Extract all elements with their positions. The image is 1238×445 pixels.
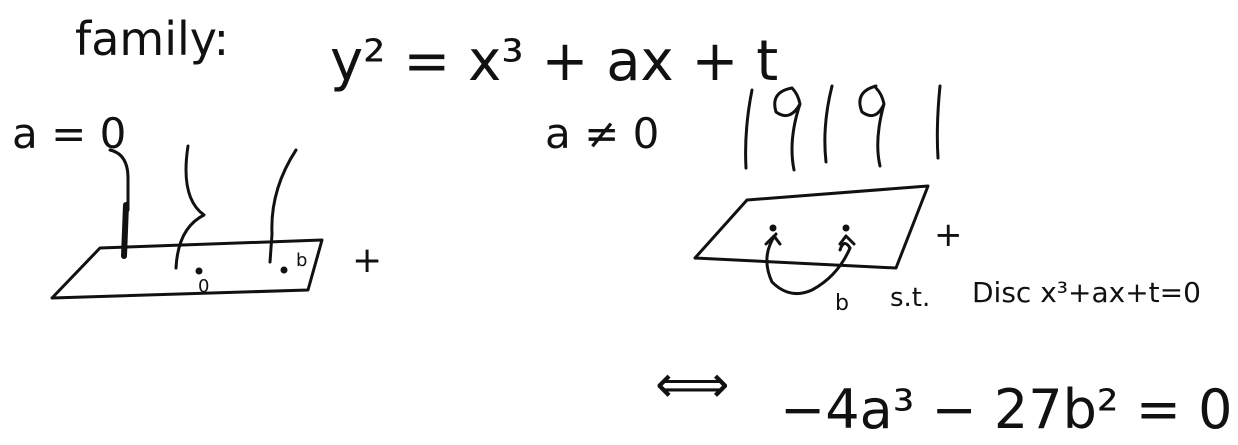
left-plus-sign: + xyxy=(352,240,382,281)
right-base-plane xyxy=(693,184,930,270)
right-point-1 xyxy=(769,224,777,232)
left-base-plane xyxy=(50,238,324,300)
right-arrow-2 xyxy=(838,234,856,246)
right-fiber-1 xyxy=(744,88,754,170)
left-curve-3 xyxy=(268,148,298,264)
discriminant-condition: Disc x³+ax+t=0 xyxy=(972,276,1201,309)
right-fiber-2-loop xyxy=(773,86,802,172)
left-point-b-label: b xyxy=(296,250,307,271)
right-surface-sketch xyxy=(693,84,942,296)
left-curve-1 xyxy=(108,148,130,212)
right-fiber-5 xyxy=(935,84,942,160)
left-point-zero-label: 0 xyxy=(198,276,209,297)
right-fiber-4-loop xyxy=(858,84,886,168)
family-equation: y² = x³ + ax + t xyxy=(330,29,778,94)
equivalence-arrow: ⟺ xyxy=(655,355,730,415)
condition-prefix: s.t. xyxy=(890,283,930,313)
left-surface-sketch xyxy=(50,144,324,300)
right-fiber-3 xyxy=(823,84,834,164)
family-label: family: xyxy=(75,12,229,66)
left-curve-2 xyxy=(174,144,206,270)
left-case-label: a = 0 xyxy=(12,109,126,158)
right-point-2 xyxy=(842,224,850,232)
right-case-label: a ≠ 0 xyxy=(545,109,659,158)
left-point-b xyxy=(280,266,288,274)
left-curve-1-stem xyxy=(121,202,129,259)
discriminant-equation: −4a³ − 27b² = 0 xyxy=(780,378,1233,441)
right-arrow-1 xyxy=(764,234,782,246)
left-point-zero xyxy=(195,267,203,275)
right-plus-sign: + xyxy=(934,215,963,255)
right-loop-around-points xyxy=(765,232,852,296)
right-point-b-label: b xyxy=(835,291,849,316)
